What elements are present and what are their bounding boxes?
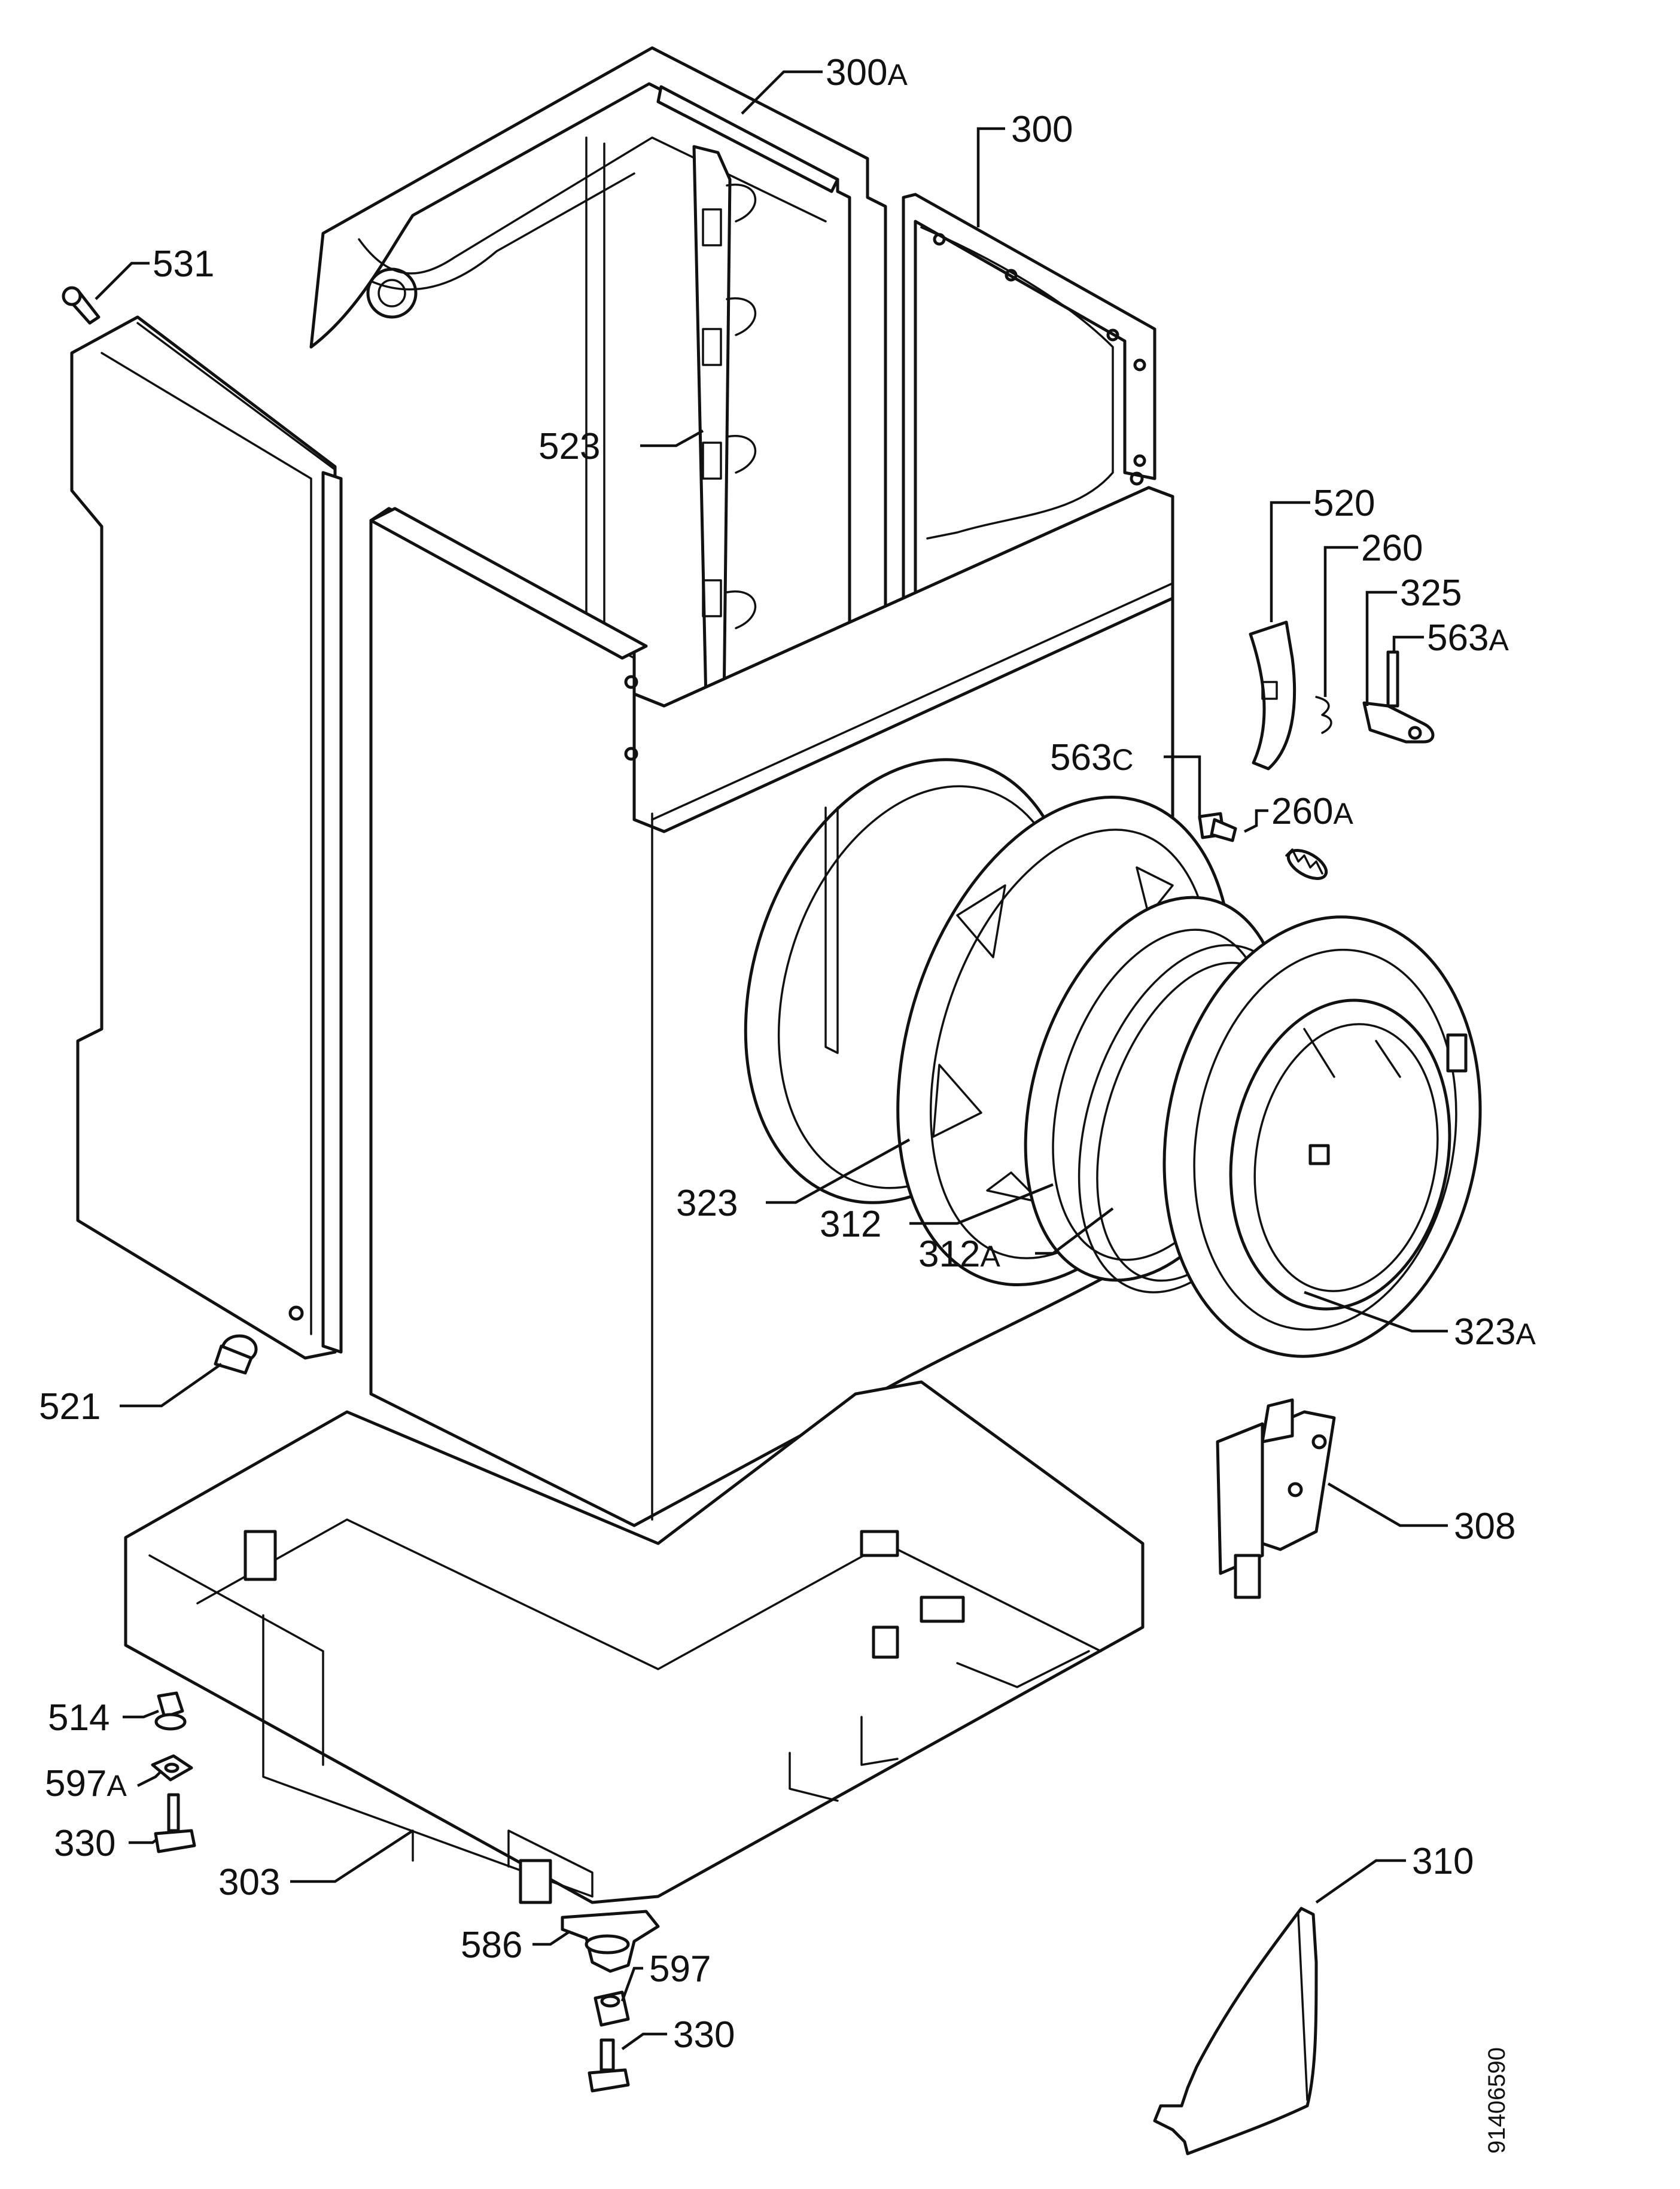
handle-parts: [1198, 620, 1435, 880]
label-520: 520: [1313, 483, 1375, 524]
label-597A: 597A: [45, 1763, 127, 1804]
label-563C: 563C: [1050, 737, 1134, 778]
label-323A: 323A: [1454, 1311, 1536, 1353]
label-330-left: 330: [54, 1823, 115, 1864]
foot-parts-left: [151, 1691, 196, 1853]
wire-rail: [692, 145, 757, 708]
left-side-panel: [70, 315, 343, 1360]
part-labels: 300A 300 531 523 520 260 325 563A 563C 2…: [39, 52, 1536, 2056]
label-260: 260: [1361, 528, 1423, 569]
label-597: 597: [649, 1949, 711, 1990]
door-assembly: [1162, 915, 1482, 1358]
label-330-bottom: 330: [673, 2014, 735, 2056]
label-300: 300: [1011, 109, 1073, 150]
foot-parts-center: [561, 1910, 660, 2093]
label-586: 586: [461, 1925, 522, 1966]
label-563A: 563A: [1427, 617, 1509, 659]
cabinet-top-frame: [309, 46, 887, 738]
label-531: 531: [153, 243, 214, 285]
label-303: 303: [218, 1862, 280, 1903]
label-325: 325: [1400, 573, 1462, 614]
filter-flap: [1153, 1907, 1318, 2155]
screw-521: [214, 1334, 258, 1375]
label-260A: 260A: [1271, 791, 1353, 832]
label-300A: 300A: [826, 52, 908, 93]
label-323: 323: [676, 1183, 738, 1224]
label-310: 310: [1412, 1841, 1474, 1882]
screw-531: [62, 286, 101, 325]
label-521: 521: [39, 1386, 101, 1427]
base-frame: [124, 1380, 1145, 1904]
door-hinge: [1216, 1398, 1336, 1599]
label-514: 514: [48, 1697, 109, 1739]
label-308: 308: [1454, 1506, 1515, 1547]
drawing-number: 91406590: [1484, 2047, 1510, 2154]
leader-lines: [95, 70, 1448, 2050]
label-523: 523: [538, 426, 600, 467]
label-312A: 312A: [918, 1234, 1000, 1275]
label-312: 312: [820, 1204, 881, 1245]
